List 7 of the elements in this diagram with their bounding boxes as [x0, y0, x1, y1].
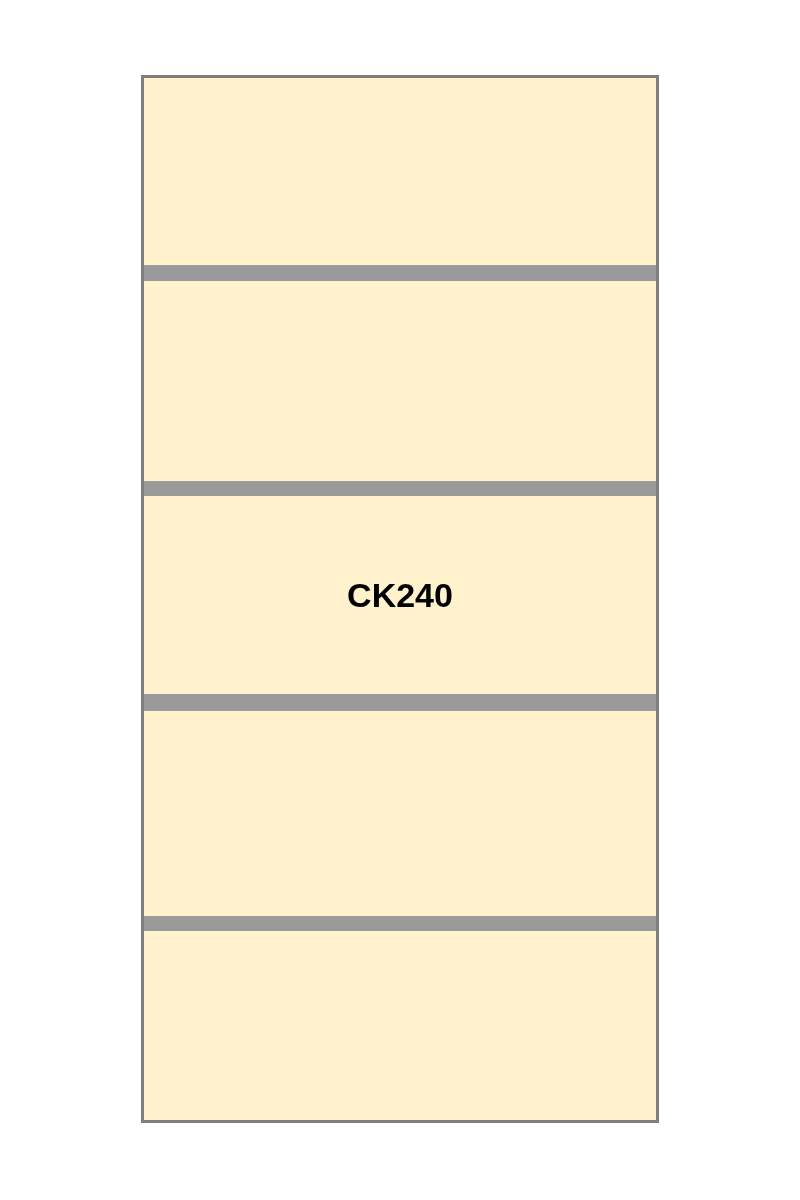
- panel-box: [144, 496, 656, 694]
- panel-box: [144, 931, 656, 1120]
- panel-box: [144, 711, 656, 916]
- panel-box: [144, 78, 656, 265]
- outer-box: [141, 75, 659, 1123]
- panel-label: CK240: [347, 574, 453, 616]
- panel-box: [144, 281, 656, 481]
